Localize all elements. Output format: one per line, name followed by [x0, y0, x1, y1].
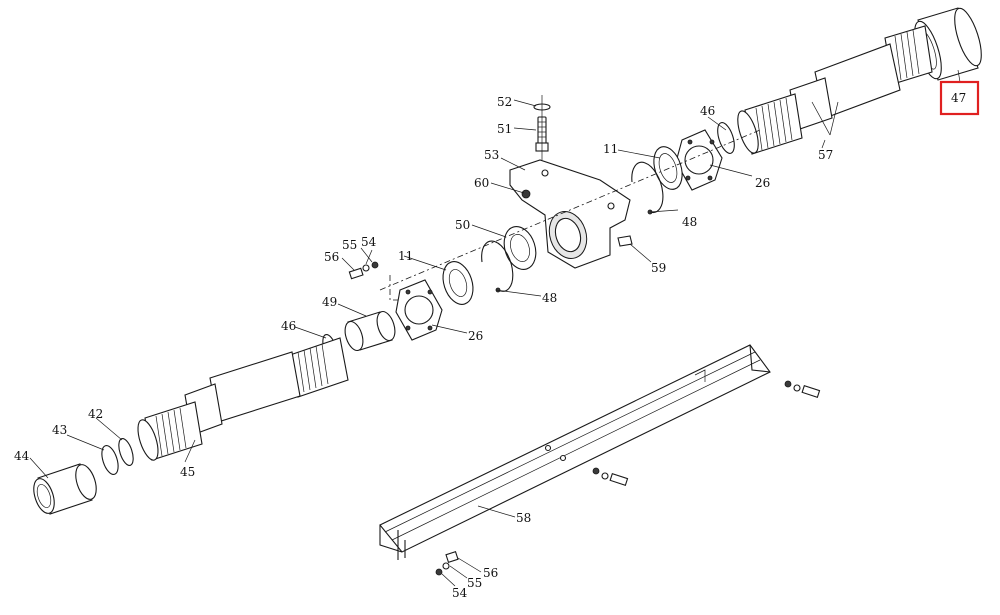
snap-ring-46-upper[interactable] — [714, 121, 737, 156]
callout-26-lower[interactable]: 26 — [468, 329, 483, 343]
callout-58[interactable]: 58 — [516, 511, 531, 525]
bolt-set-right[interactable] — [784, 380, 821, 398]
bearing-50[interactable] — [499, 222, 541, 273]
callout-59[interactable]: 59 — [651, 261, 666, 275]
nut-54-lower[interactable] — [435, 568, 443, 576]
callout-44[interactable]: 44 — [14, 449, 30, 463]
callout-54-lower[interactable]: 54 — [452, 586, 468, 600]
highlight-box — [939, 80, 980, 116]
callout-47[interactable]: 47 — [951, 91, 966, 105]
assembly-axis-line — [379, 129, 761, 291]
coupling-sleeve-49[interactable] — [342, 309, 398, 352]
flange-plate-26-upper[interactable] — [675, 129, 723, 191]
splined-shaft-45[interactable] — [134, 337, 349, 462]
callout-26-upper[interactable]: 26 — [755, 176, 770, 190]
callout-56-upper[interactable]: 56 — [324, 250, 339, 264]
callout-60[interactable]: 60 — [474, 176, 489, 190]
callout-56-lower[interactable]: 56 — [483, 566, 498, 580]
washer-55-upper[interactable] — [362, 264, 370, 272]
callout-55-lower[interactable]: 55 — [467, 576, 482, 590]
grease-nipple-59[interactable] — [617, 235, 633, 247]
washer-55-lower[interactable] — [442, 562, 450, 570]
washer-52[interactable] — [533, 95, 551, 160]
callout-11-lower[interactable]: 11 — [398, 249, 413, 263]
callout-51[interactable]: 51 — [497, 122, 512, 136]
callout-55-upper[interactable]: 55 — [342, 238, 357, 252]
bolt-56-lower[interactable] — [445, 550, 459, 564]
guard-rail-58[interactable] — [379, 344, 771, 560]
coupling-sleeve-44[interactable] — [30, 462, 100, 516]
callout-52[interactable]: 52 — [497, 95, 512, 109]
bolt-56-upper[interactable] — [348, 267, 364, 280]
splined-shaft-57[interactable] — [734, 25, 933, 155]
snap-ring-43[interactable] — [99, 444, 122, 477]
callout-45[interactable]: 45 — [180, 465, 195, 479]
callout-48-lower[interactable]: 48 — [542, 291, 557, 305]
snap-ring-42[interactable] — [116, 437, 136, 467]
callout-42[interactable]: 42 — [88, 407, 103, 421]
callout-53[interactable]: 53 — [484, 148, 499, 162]
callout-11-upper[interactable]: 11 — [603, 142, 618, 156]
callout-46-upper[interactable]: 46 — [700, 104, 715, 118]
callout-50[interactable]: 50 — [455, 218, 470, 232]
callout-57[interactable]: 57 — [818, 148, 833, 162]
nut-54-upper[interactable] — [371, 261, 379, 269]
flange-plate-26-lower[interactable] — [395, 279, 443, 341]
callout-54-upper[interactable]: 54 — [361, 235, 377, 249]
oil-seal-11-lower[interactable] — [438, 258, 478, 308]
leader-lines — [29, 69, 961, 587]
callout-43[interactable]: 43 — [52, 423, 67, 437]
callout-46-lower[interactable]: 46 — [281, 319, 296, 333]
callout-48-upper[interactable]: 48 — [682, 215, 697, 229]
callout-49[interactable]: 49 — [322, 295, 337, 309]
bolt-set-middle[interactable] — [592, 467, 629, 486]
bearing-housing-53[interactable] — [509, 159, 631, 269]
grease-nipple-60[interactable] — [521, 189, 531, 199]
